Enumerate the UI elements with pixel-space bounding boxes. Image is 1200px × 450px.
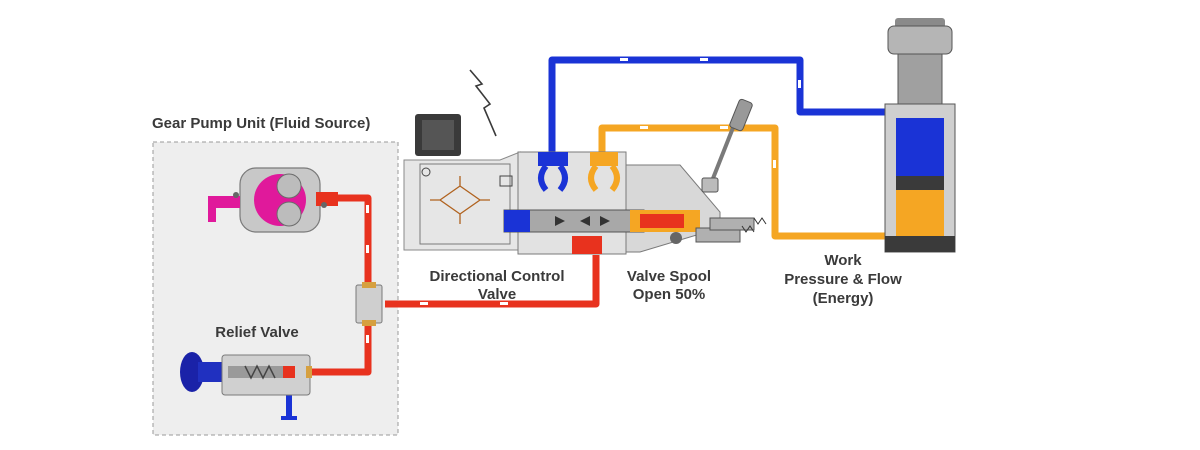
directional-control-valve	[403, 69, 767, 255]
label-relief-valve: Relief Valve	[215, 324, 298, 341]
label-valve-spool-2: Open 50%	[633, 286, 706, 303]
label-directional-control-valve-2: Valve	[478, 286, 516, 303]
return-line-blue	[548, 56, 885, 158]
work-line-orange	[598, 124, 885, 240]
label-gear-pump-unit: Gear Pump Unit (Fluid Source)	[152, 115, 370, 132]
signal-icon	[469, 69, 497, 137]
label-valve-spool-1: Valve Spool	[627, 268, 711, 285]
label-work-3: (Energy)	[813, 290, 874, 307]
pressure-line-valve	[385, 255, 600, 308]
flow-markers	[366, 58, 801, 343]
control-lever-icon	[701, 98, 753, 193]
drain-cap	[281, 416, 297, 420]
gear-pump-icon	[208, 167, 338, 233]
label-directional-control-valve-1: Directional Control	[429, 268, 564, 285]
label-work-1: Work	[824, 252, 862, 269]
tee-fitting-icon	[355, 282, 383, 326]
relief-valve-icon	[180, 352, 312, 396]
hydraulic-cylinder-icon	[884, 18, 956, 253]
label-work-2: Pressure & Flow	[784, 271, 902, 288]
